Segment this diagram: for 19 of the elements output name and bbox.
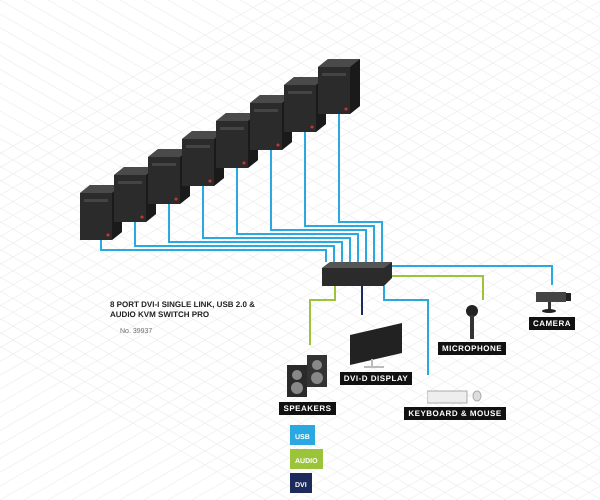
device-label: SPEAKERS [279, 402, 336, 415]
cable-line [383, 286, 429, 375]
cable-line [202, 186, 351, 262]
cable-line [100, 240, 327, 262]
cable-line [338, 114, 383, 262]
cable-line [236, 168, 359, 262]
cable-line [309, 286, 336, 345]
cable-line [392, 275, 484, 300]
cable-line [270, 150, 367, 262]
device-label: DVI-D DISPLAY [340, 372, 412, 385]
device-label: CAMERA [528, 317, 576, 330]
cable-line [304, 132, 375, 262]
cable-line [361, 286, 363, 315]
cable-line [392, 265, 553, 285]
cable-line [134, 222, 335, 262]
cable-line [168, 204, 343, 262]
device-label: MICROPHONE [438, 342, 506, 355]
product-title: 8 PORT DVI-I SINGLE LINK, USB 2.0 & AUDIO KVM SWITCH PRO [110, 300, 256, 320]
device-label: KEYBOARD & MOUSE [404, 407, 506, 420]
